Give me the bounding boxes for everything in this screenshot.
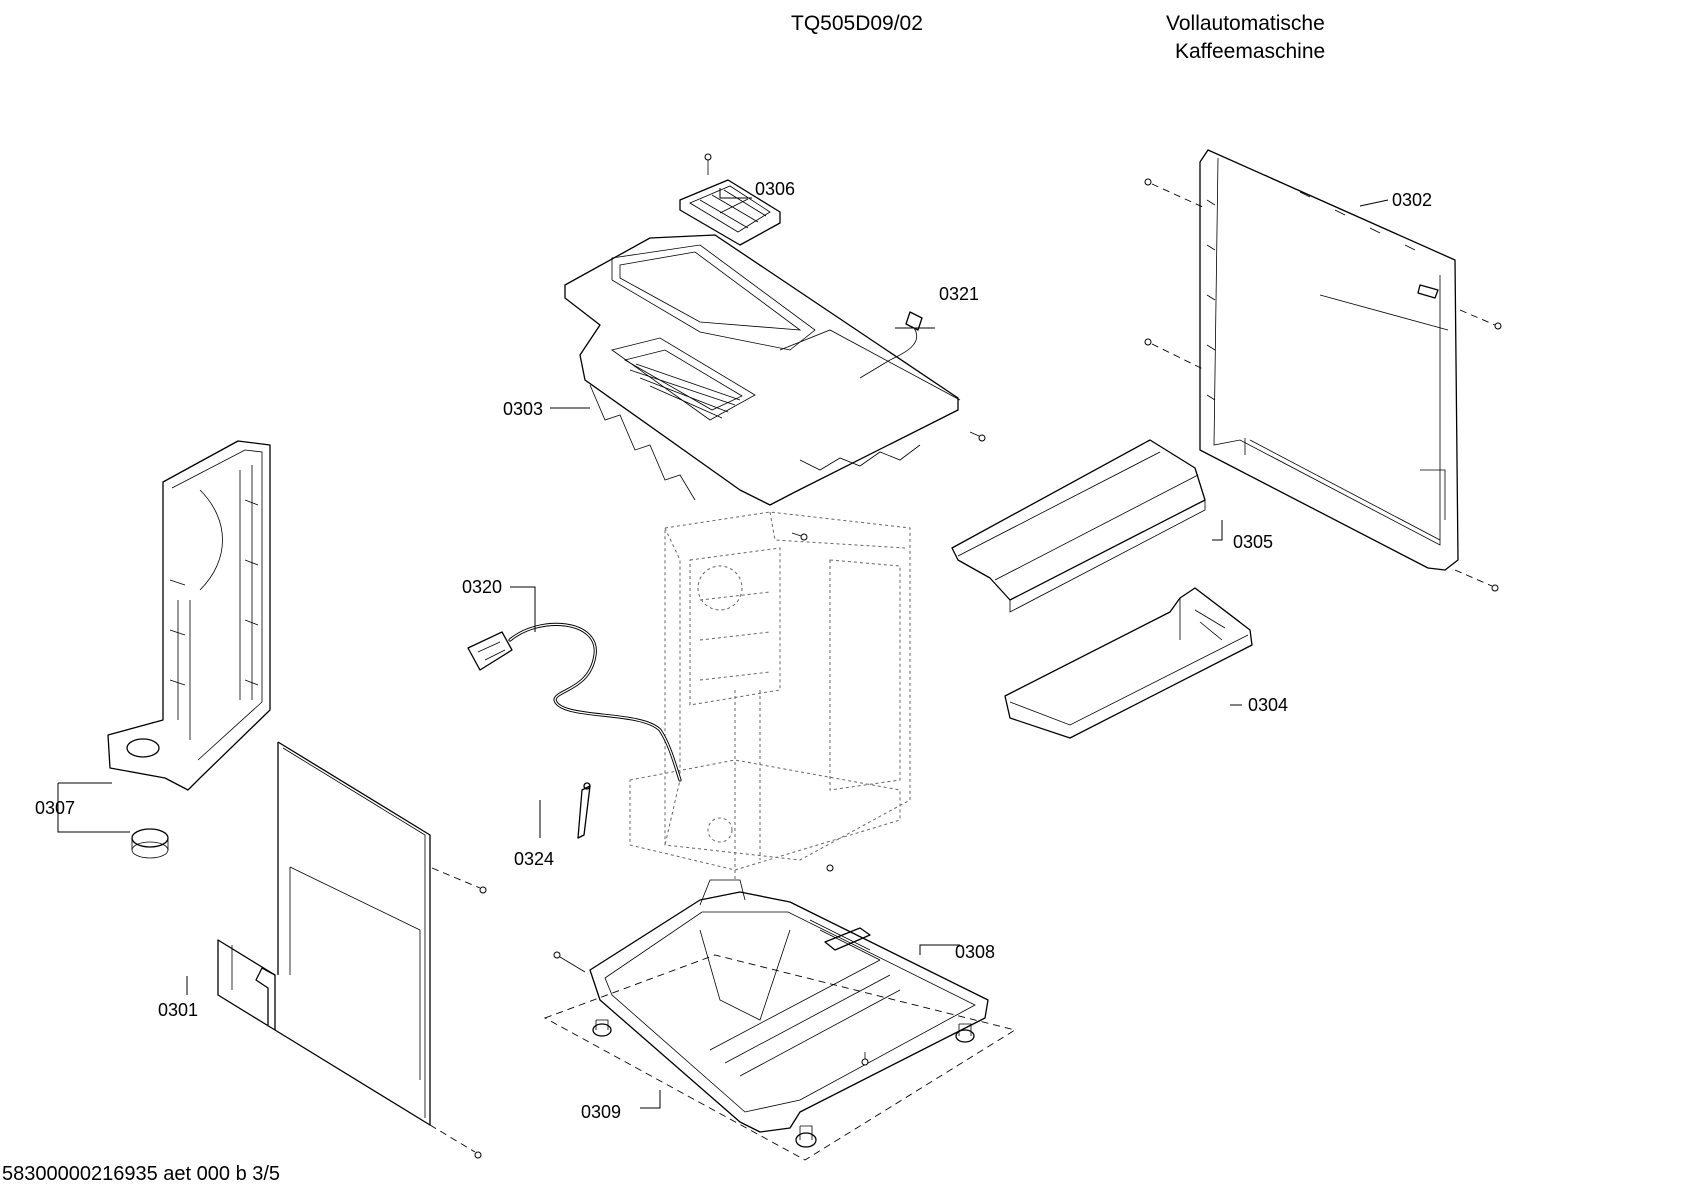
small-part-0324 bbox=[577, 782, 591, 839]
label-0306: 0306 bbox=[755, 179, 795, 199]
label-0321: 0321 bbox=[939, 284, 979, 304]
document-reference: 58300000216935 aet 000 b 3/5 bbox=[2, 1163, 281, 1185]
grid-insert-0306 bbox=[679, 179, 781, 246]
feet-0309 bbox=[543, 954, 1017, 1161]
label-0320: 0320 bbox=[462, 577, 502, 597]
label-0305: 0305 bbox=[1233, 532, 1273, 552]
label-0304: 0304 bbox=[1248, 695, 1288, 715]
base-frame-0308 bbox=[553, 879, 989, 1133]
title-line-1: Vollautomatische bbox=[1166, 12, 1325, 35]
screw-line-a bbox=[1151, 183, 1206, 209]
screw-line-e bbox=[431, 867, 481, 889]
small-cable-0321 bbox=[859, 311, 923, 379]
screw-line-b bbox=[1151, 343, 1206, 371]
part-labels: 0306 0302 0321 0303 0305 0320 0304 0307 … bbox=[35, 179, 1432, 1122]
drip-tray-0304 bbox=[1004, 587, 1253, 739]
power-cord-0320 bbox=[467, 622, 682, 782]
side-panel-0301 bbox=[217, 741, 431, 1126]
model-number: TQ505D09/02 bbox=[791, 12, 923, 35]
screw-base-upper bbox=[826, 864, 834, 872]
side-frame-0307 bbox=[107, 440, 271, 859]
screw-line-c bbox=[1459, 309, 1496, 326]
label-0301: 0301 bbox=[158, 1000, 198, 1020]
screw-line-d bbox=[1454, 569, 1493, 587]
title-line-2: Kaffeemaschine bbox=[1175, 40, 1326, 63]
label-0309: 0309 bbox=[581, 1102, 621, 1122]
label-0308: 0308 bbox=[955, 942, 995, 962]
label-0302: 0302 bbox=[1392, 190, 1432, 210]
label-0307: 0307 bbox=[35, 798, 75, 818]
leader-lines bbox=[57, 188, 1389, 1109]
top-cover-0303 bbox=[564, 153, 986, 541]
machine-body-ghost bbox=[629, 511, 911, 880]
screw-side-lower bbox=[474, 1151, 482, 1159]
back-panel-0302 bbox=[1144, 149, 1502, 592]
screw-side-upper bbox=[479, 886, 487, 894]
label-0303: 0303 bbox=[503, 399, 543, 419]
label-0324: 0324 bbox=[514, 849, 554, 869]
screw-line-f bbox=[429, 1124, 476, 1153]
drip-cover-0305 bbox=[951, 439, 1206, 613]
